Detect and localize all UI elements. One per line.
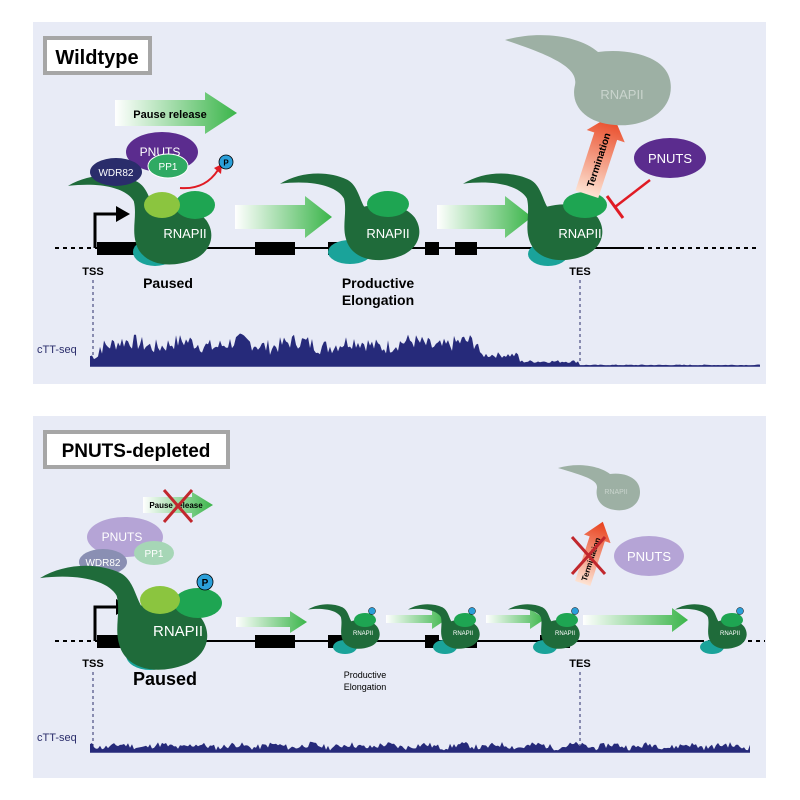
pp1-bubble bbox=[147, 153, 189, 179]
phospho-icon bbox=[368, 607, 376, 615]
pol-light-subunit bbox=[175, 191, 215, 219]
panel-title-box bbox=[43, 36, 152, 75]
pol-light-subunit bbox=[354, 613, 376, 627]
pp1-bubble bbox=[134, 541, 174, 565]
panel-title-box bbox=[43, 430, 230, 469]
inhibition-bar bbox=[605, 195, 625, 219]
rnapii-label: RNAPII bbox=[453, 631, 473, 637]
released-rnapii-body bbox=[558, 465, 640, 511]
lime-subunit bbox=[140, 586, 180, 614]
rnapii-tes: RNAPII bbox=[508, 604, 580, 654]
rnapii-label: RNAPII bbox=[366, 226, 409, 241]
productive-label-line2: Elongation bbox=[342, 292, 414, 308]
tss-label: TSS bbox=[82, 266, 103, 278]
exon bbox=[97, 242, 137, 255]
phospho-label: P bbox=[202, 578, 209, 589]
pol-light-subunit bbox=[721, 613, 743, 627]
elongation-arrow bbox=[236, 611, 307, 633]
exon bbox=[425, 242, 439, 255]
rnapii-released: RNAPII bbox=[558, 465, 640, 511]
pnuts-free-bubble bbox=[614, 536, 684, 576]
phospho-icon bbox=[218, 154, 234, 170]
exon bbox=[255, 242, 295, 255]
elongation-arrow bbox=[437, 196, 532, 238]
phospho-label: P bbox=[223, 159, 229, 168]
phospho-icon bbox=[196, 573, 214, 591]
pnuts-label: PNUTS bbox=[102, 530, 143, 544]
rnapii-tes: RNAPII bbox=[463, 173, 607, 266]
pnuts-free-bubble bbox=[634, 138, 706, 178]
exon bbox=[255, 635, 295, 648]
panel-pnuts-depleted: PNUTS-depleted TSS Pause release PNUTS W… bbox=[33, 416, 766, 778]
paused-label: Paused bbox=[143, 275, 193, 291]
released-rnapii-label: RNAPII bbox=[604, 489, 627, 496]
pol-light-subunit bbox=[556, 613, 578, 627]
pol-light-subunit bbox=[454, 613, 476, 627]
wdr82-label: WDR82 bbox=[85, 558, 120, 569]
rnapii-label: RNAPII bbox=[720, 631, 740, 637]
track-label: cTT-seq bbox=[37, 732, 77, 744]
elongation-arrow bbox=[235, 196, 332, 238]
rnapii-readthrough: RNAPII bbox=[675, 604, 747, 654]
productive-label-line2: Elongation bbox=[344, 682, 387, 692]
pnuts-free-label: PNUTS bbox=[648, 151, 692, 166]
tes-label: TES bbox=[569, 266, 590, 278]
tss-arrowhead bbox=[116, 206, 130, 222]
panel-title: Wildtype bbox=[55, 47, 138, 69]
rnapii-paused: P RNAPII bbox=[40, 565, 222, 670]
blocked-cross-icon bbox=[162, 489, 194, 523]
phospho-icon bbox=[468, 607, 476, 615]
rnapii-elongating: RNAPII bbox=[408, 604, 480, 654]
released-rnapii-body bbox=[505, 35, 671, 126]
dephosphorylation-arrow bbox=[179, 169, 219, 190]
inhibition-line bbox=[614, 179, 651, 208]
productive-label-line1: Productive bbox=[342, 275, 415, 291]
paused-label: Paused bbox=[133, 669, 197, 689]
ctt-seq-track bbox=[90, 741, 750, 752]
rnapii-elongating: RNAPII bbox=[280, 173, 420, 264]
rnapii-label: RNAPII bbox=[555, 631, 575, 637]
elongation-arrow bbox=[386, 609, 447, 629]
productive-label-line1: Productive bbox=[344, 670, 387, 680]
tss-promoter-arrow bbox=[93, 605, 118, 641]
elongation-arrow bbox=[583, 608, 688, 632]
panel-wildtype: Wildtype TSS Pause release RNAPII Paused bbox=[33, 22, 766, 384]
rnapii-paused: RNAPII bbox=[68, 175, 215, 266]
rnapii-elongating: RNAPII bbox=[308, 604, 380, 654]
panel-title: PNUTS-depleted bbox=[62, 441, 211, 462]
rnapii-released: RNAPII bbox=[505, 35, 671, 126]
elongation-arrow bbox=[486, 609, 545, 629]
tss-promoter-arrow bbox=[93, 212, 118, 248]
dephosphorylation-arrowhead bbox=[214, 164, 222, 174]
pause-release-arrow bbox=[115, 92, 237, 134]
rnapii-label: RNAPII bbox=[163, 226, 206, 241]
track-label: cTT-seq bbox=[37, 344, 77, 356]
phospho-icon bbox=[571, 607, 579, 615]
pol-light-subunit bbox=[174, 588, 222, 618]
ctt-seq-track bbox=[90, 333, 760, 366]
pol-light-subunit bbox=[367, 191, 409, 217]
blocked-cross-icon bbox=[570, 536, 607, 575]
tes-label: TES bbox=[569, 658, 590, 670]
released-rnapii-label: RNAPII bbox=[600, 87, 643, 102]
pp1-label: PP1 bbox=[145, 549, 164, 560]
rnapii-label: RNAPII bbox=[353, 631, 373, 637]
exon bbox=[455, 242, 477, 255]
phospho-icon bbox=[736, 607, 744, 615]
pp1-label: PP1 bbox=[159, 162, 178, 173]
pause-release-label: Pause release bbox=[133, 109, 206, 121]
rnapii-label: RNAPII bbox=[558, 226, 601, 241]
wdr82-label: WDR82 bbox=[98, 168, 133, 179]
tss-label: TSS bbox=[82, 658, 103, 670]
lime-subunit bbox=[144, 192, 180, 218]
wdr82-bubble bbox=[90, 158, 142, 186]
pnuts-free-label: PNUTS bbox=[627, 549, 671, 564]
pol-light-subunit bbox=[563, 192, 607, 218]
rnapii-label: RNAPII bbox=[153, 623, 203, 640]
